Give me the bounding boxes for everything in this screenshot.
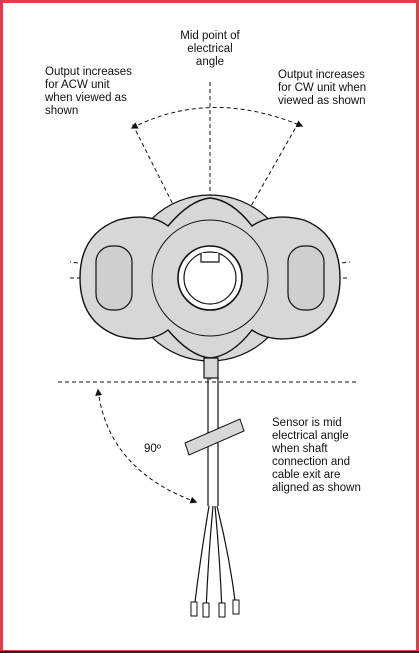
acw-label-line-1: Output increases — [45, 66, 132, 78]
cw-label-line-2: for CW unit when — [278, 82, 366, 94]
cable-gland — [203, 357, 219, 379]
wire-4 — [216, 505, 237, 609]
acw-label: Output increases for ACW unit when viewe… — [44, 66, 132, 117]
cable — [184, 378, 245, 618]
sensor-note-line-2: electrical angle — [272, 430, 349, 442]
wire-1 — [193, 505, 210, 611]
mid-point-label-line-1: Mid point of — [180, 30, 240, 42]
ninety-degree-label: 90º — [144, 443, 162, 455]
sensor-note-line-5: cable exit are — [272, 469, 340, 481]
sensor-note-label: Sensor is mid electrical angle when shaf… — [271, 417, 361, 494]
left-mounting-slot — [95, 245, 133, 311]
shaft — [183, 251, 237, 305]
bottom-border-line — [0, 651, 419, 653]
shaft-key — [200, 253, 220, 263]
ninety-degree-arc — [95, 388, 198, 504]
right-mounting-slot — [287, 245, 325, 311]
sensor-note-line-1: Sensor is mid — [272, 417, 342, 429]
sensor-note-line-4: connection and — [272, 456, 350, 468]
sensor-note-line-6: aligned as shown — [272, 482, 361, 494]
wire-tip-1 — [190, 601, 198, 617]
acw-label-line-4: shown — [45, 105, 78, 117]
cw-label-line-1: Output increases — [278, 69, 365, 81]
wire-3 — [214, 505, 223, 613]
acw-label-line-3: when viewed as — [44, 92, 127, 104]
acw-label-line-2: for ACW unit — [45, 79, 110, 91]
sensor-body — [79, 194, 341, 379]
cw-label-line-3: viewed as shown — [278, 95, 366, 107]
sensor-note-line-3: when shaft — [271, 443, 328, 455]
outer-ring — [151, 219, 269, 337]
wire-tip-4 — [232, 599, 240, 615]
wire-tip-3 — [218, 602, 226, 618]
wire-2 — [205, 505, 214, 613]
electrical-angle-arc — [130, 107, 304, 129]
mid-point-label-line-3: angle — [196, 56, 224, 68]
cw-label: Output increases for CW unit when viewed… — [278, 69, 366, 107]
wire-tip-2 — [202, 602, 210, 618]
cable-tie — [184, 418, 245, 456]
mid-point-label-line-2: electrical — [187, 43, 232, 55]
mid-point-label: Mid point of electrical angle — [180, 30, 240, 68]
